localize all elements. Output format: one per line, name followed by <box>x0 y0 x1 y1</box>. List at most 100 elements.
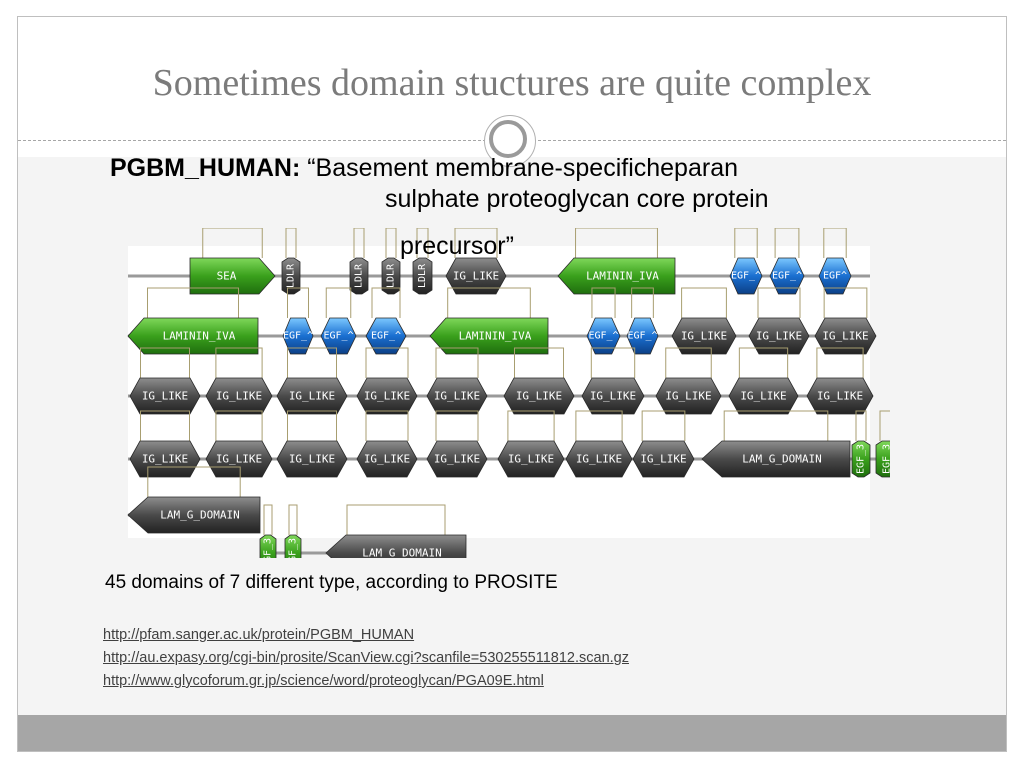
disulfide-bond-bracket <box>140 347 190 378</box>
domain-label: IG_LIKE <box>740 390 786 403</box>
domain-label: IG_LIKE <box>576 453 622 466</box>
disulfide-bond-bracket <box>263 504 273 535</box>
domain-label: EGF_3 <box>856 444 867 474</box>
disulfide-bond-bracket <box>287 410 337 441</box>
domain-shape <box>806 377 874 415</box>
domain-shape <box>565 440 633 478</box>
disulfide-bond-bracket <box>591 287 616 318</box>
domain-shape <box>632 440 695 478</box>
domain-label: IG_LIKE <box>516 390 562 403</box>
disulfide-bond-bracket <box>590 347 636 378</box>
disulfide-bond-bracket <box>734 227 758 258</box>
domain-label: IG_LIKE <box>817 390 863 403</box>
domain-label: EGF_^ <box>772 271 802 282</box>
domain-label: IG_LIKE <box>216 453 262 466</box>
disulfide-bond-bracket <box>816 347 864 378</box>
domain-shape <box>497 440 565 478</box>
domain-shape <box>557 257 676 295</box>
domain-label: LDLR <box>417 263 428 288</box>
domain-label: IG_LIKE <box>289 453 335 466</box>
link-pfam[interactable]: http://pfam.sanger.ac.uk/protein/PGBM_HU… <box>103 627 415 643</box>
domain-label: IG_LIKE <box>364 390 410 403</box>
domain-shape <box>429 317 549 355</box>
domain-label: LAM_G_DOMAIN <box>362 547 441 559</box>
domain-shape <box>356 440 418 478</box>
disulfide-bond-bracket <box>365 347 409 378</box>
domain-shape <box>127 496 261 534</box>
domain-shape <box>748 317 810 355</box>
domain-shape <box>412 257 433 295</box>
domain-label: IG_LIKE <box>822 330 868 343</box>
domain-shape <box>276 440 348 478</box>
protein-description-line-2: sulphate proteoglycan core protein <box>385 185 769 213</box>
domain-shape <box>282 317 314 355</box>
disulfide-bond-bracket <box>215 347 263 378</box>
domain-shape <box>729 257 763 295</box>
disulfide-bond-bracket <box>202 227 263 258</box>
disulfide-bond-bracket <box>514 347 564 378</box>
slide-title: Sometimes domain stuctures are quite com… <box>152 62 872 104</box>
link-glycoforum[interactable]: http://www.glycoforum.gr.jp/science/word… <box>103 673 544 689</box>
domain-label: LDLR <box>386 263 397 288</box>
domain-label: IG_LIKE <box>364 453 410 466</box>
domain-label: EGF_^ <box>731 271 761 282</box>
footer-bar <box>18 715 1006 751</box>
domain-label: LAMININ_IVA <box>163 330 236 343</box>
domain-label: EGF_^ <box>588 331 618 342</box>
domain-shape <box>320 317 357 355</box>
domain-shape <box>655 377 722 415</box>
domain-label: EGF_3 <box>882 444 891 474</box>
disulfide-bond-bracket <box>325 287 352 318</box>
disulfide-bond-bracket <box>855 410 867 441</box>
disulfide-bond-bracket <box>774 227 800 258</box>
domain-label: EGF_^ <box>323 331 353 342</box>
domain-shape <box>769 257 805 295</box>
disulfide-bond-bracket <box>435 347 479 378</box>
domain-label: IG_LIKE <box>453 270 499 283</box>
domain-shape <box>426 377 488 415</box>
domain-shape <box>851 440 871 478</box>
disulfide-bond-bracket <box>147 287 239 318</box>
disulfide-bond-bracket <box>147 466 241 497</box>
disulfide-bond-bracket <box>447 287 531 318</box>
domain-label: SEA <box>217 270 237 283</box>
domain-label: EGF_^ <box>627 331 657 342</box>
domain-shape <box>701 440 851 478</box>
domain-label: IG_LIKE <box>289 390 335 403</box>
domain-label: EGF_^ <box>371 331 401 342</box>
domain-label: LDLR <box>354 263 365 288</box>
domain-label: IG_LIKE <box>665 390 711 403</box>
domain-label: LAMININ_IVA <box>586 270 659 283</box>
domain-summary-text: 45 domains of 7 different type, accordin… <box>105 572 558 593</box>
domain-shape <box>445 257 507 295</box>
domain-label: IG_LIKE <box>216 390 262 403</box>
protein-description-line-1: “Basement membrane-specificheparan <box>307 154 738 182</box>
disulfide-bond-bracket <box>287 287 309 318</box>
disulfide-bond-bracket <box>140 410 190 441</box>
domain-label: IG_LIKE <box>142 453 188 466</box>
domain-shape <box>503 377 575 415</box>
disulfide-bond-bracket <box>353 227 365 258</box>
domain-shape <box>814 317 877 355</box>
disulfide-bond-bracket <box>575 227 658 258</box>
disulfide-bond-bracket <box>823 227 847 258</box>
domain-label: LAM_G_DOMAIN <box>160 509 239 522</box>
domain-label: EGF_^ <box>283 331 313 342</box>
domain-label: IG_LIKE <box>590 390 636 403</box>
domain-shape <box>586 317 621 355</box>
disulfide-bond-bracket <box>507 410 555 441</box>
domain-label: EGF_3 <box>288 538 299 558</box>
domain-label: IG_LIKE <box>508 453 554 466</box>
protein-id: PGBM_HUMAN: <box>110 154 301 182</box>
domain-label: IG_LIKE <box>681 330 727 343</box>
link-prosite-scan[interactable]: http://au.expasy.org/cgi-bin/prosite/Sca… <box>103 650 629 666</box>
domain-label: EGF^ <box>823 271 847 282</box>
disulfide-bond-bracket <box>371 287 401 318</box>
domain-label: EGF_3 <box>263 538 274 558</box>
disulfide-bond-bracket <box>681 287 727 318</box>
disulfide-bond-bracket <box>575 410 623 441</box>
domain-shape <box>581 377 645 415</box>
domain-shape <box>728 377 799 415</box>
